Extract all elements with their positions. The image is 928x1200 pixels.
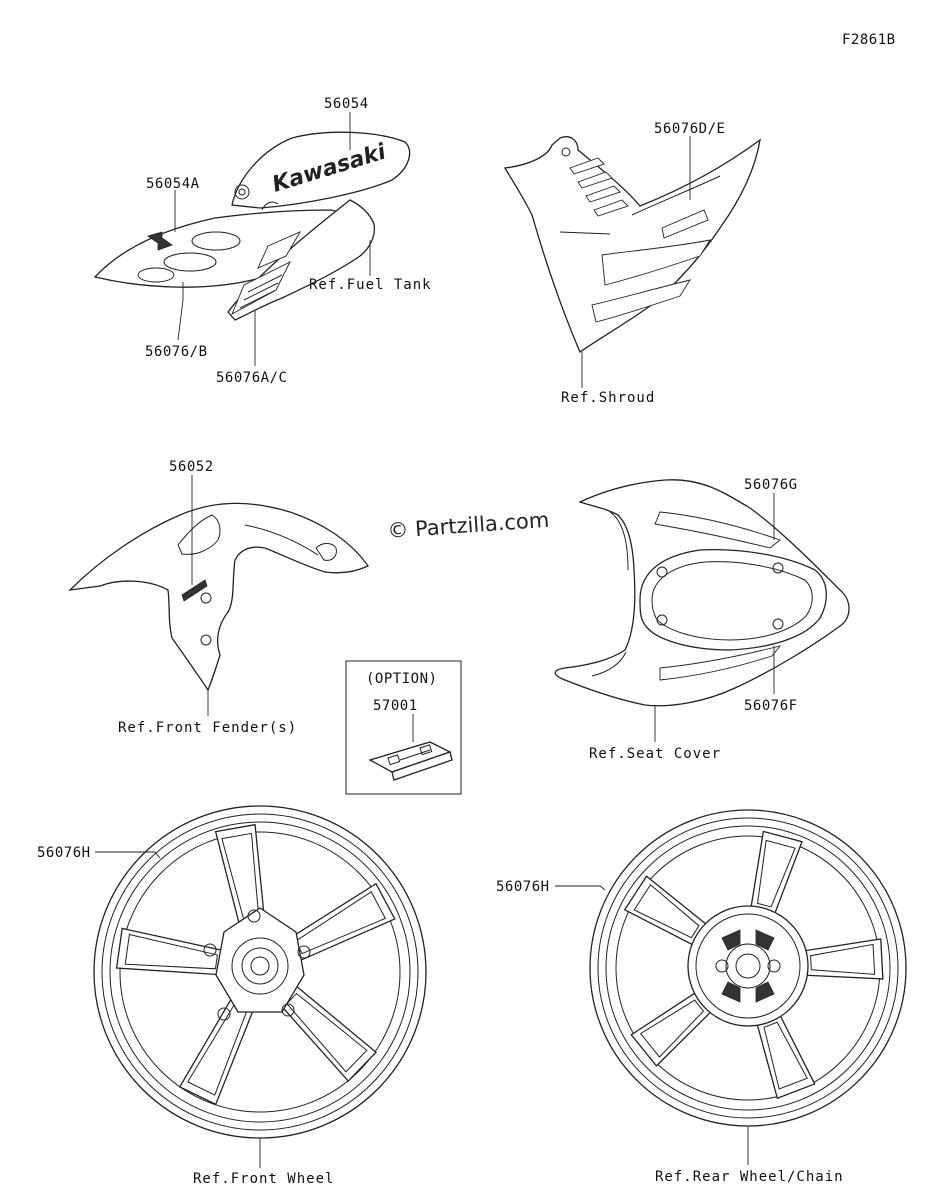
wheel-spoke-inner [124,933,218,970]
figure-code: F2861B [842,32,896,48]
label-56054: 56054 [324,96,369,112]
wheel-spoke-inner [810,943,876,975]
leader-56076B [177,282,184,341]
tool-57001-drawing [368,741,453,781]
wheel-spoke-inner [286,992,368,1073]
label-56052: 56052 [169,459,214,475]
fuel-tank-drawing: Kawasaki [93,131,411,321]
label-56076G: 56076G [744,477,798,493]
label-57001: 57001 [373,698,418,714]
shroud-drawing [503,136,761,353]
label-56076AC: 56076A/C [216,370,287,386]
front-wheel-drawing [93,805,427,1139]
rear-wheel-drawing [589,809,907,1127]
front-fender-drawing [68,502,369,692]
option-label: (OPTION) [366,671,437,687]
label-56076F: 56076F [744,698,798,714]
wheel-spoke-inner [756,839,796,908]
label-56076H-rear: 56076H [496,879,550,895]
label-56076H-front: 56076H [37,845,91,861]
label-56076B: 56076/B [145,344,208,360]
seat-cover-drawing [554,479,850,707]
wheel-spoke-inner [633,884,700,939]
label-56054A: 56054A [146,176,200,192]
ref-fuel-tank: Ref.Fuel Tank [309,277,432,293]
ref-seat-cover: Ref.Seat Cover [589,746,721,762]
ref-front-fender: Ref.Front Fender(s) [118,720,297,736]
ref-shroud: Ref.Shroud [561,390,655,406]
ref-front-wheel: Ref.Front Wheel [193,1171,334,1187]
label-56076DE: 56076D/E [654,121,725,137]
wheel-spoke-inner [639,999,705,1058]
partzilla-watermark: © Partzilla.com [387,508,550,543]
leader-56076H-front [95,851,161,859]
leader-56076H-rear [555,885,606,891]
wheel-spoke-inner [763,1021,808,1090]
ref-rear-wheel: Ref.Rear Wheel/Chain [655,1169,844,1185]
